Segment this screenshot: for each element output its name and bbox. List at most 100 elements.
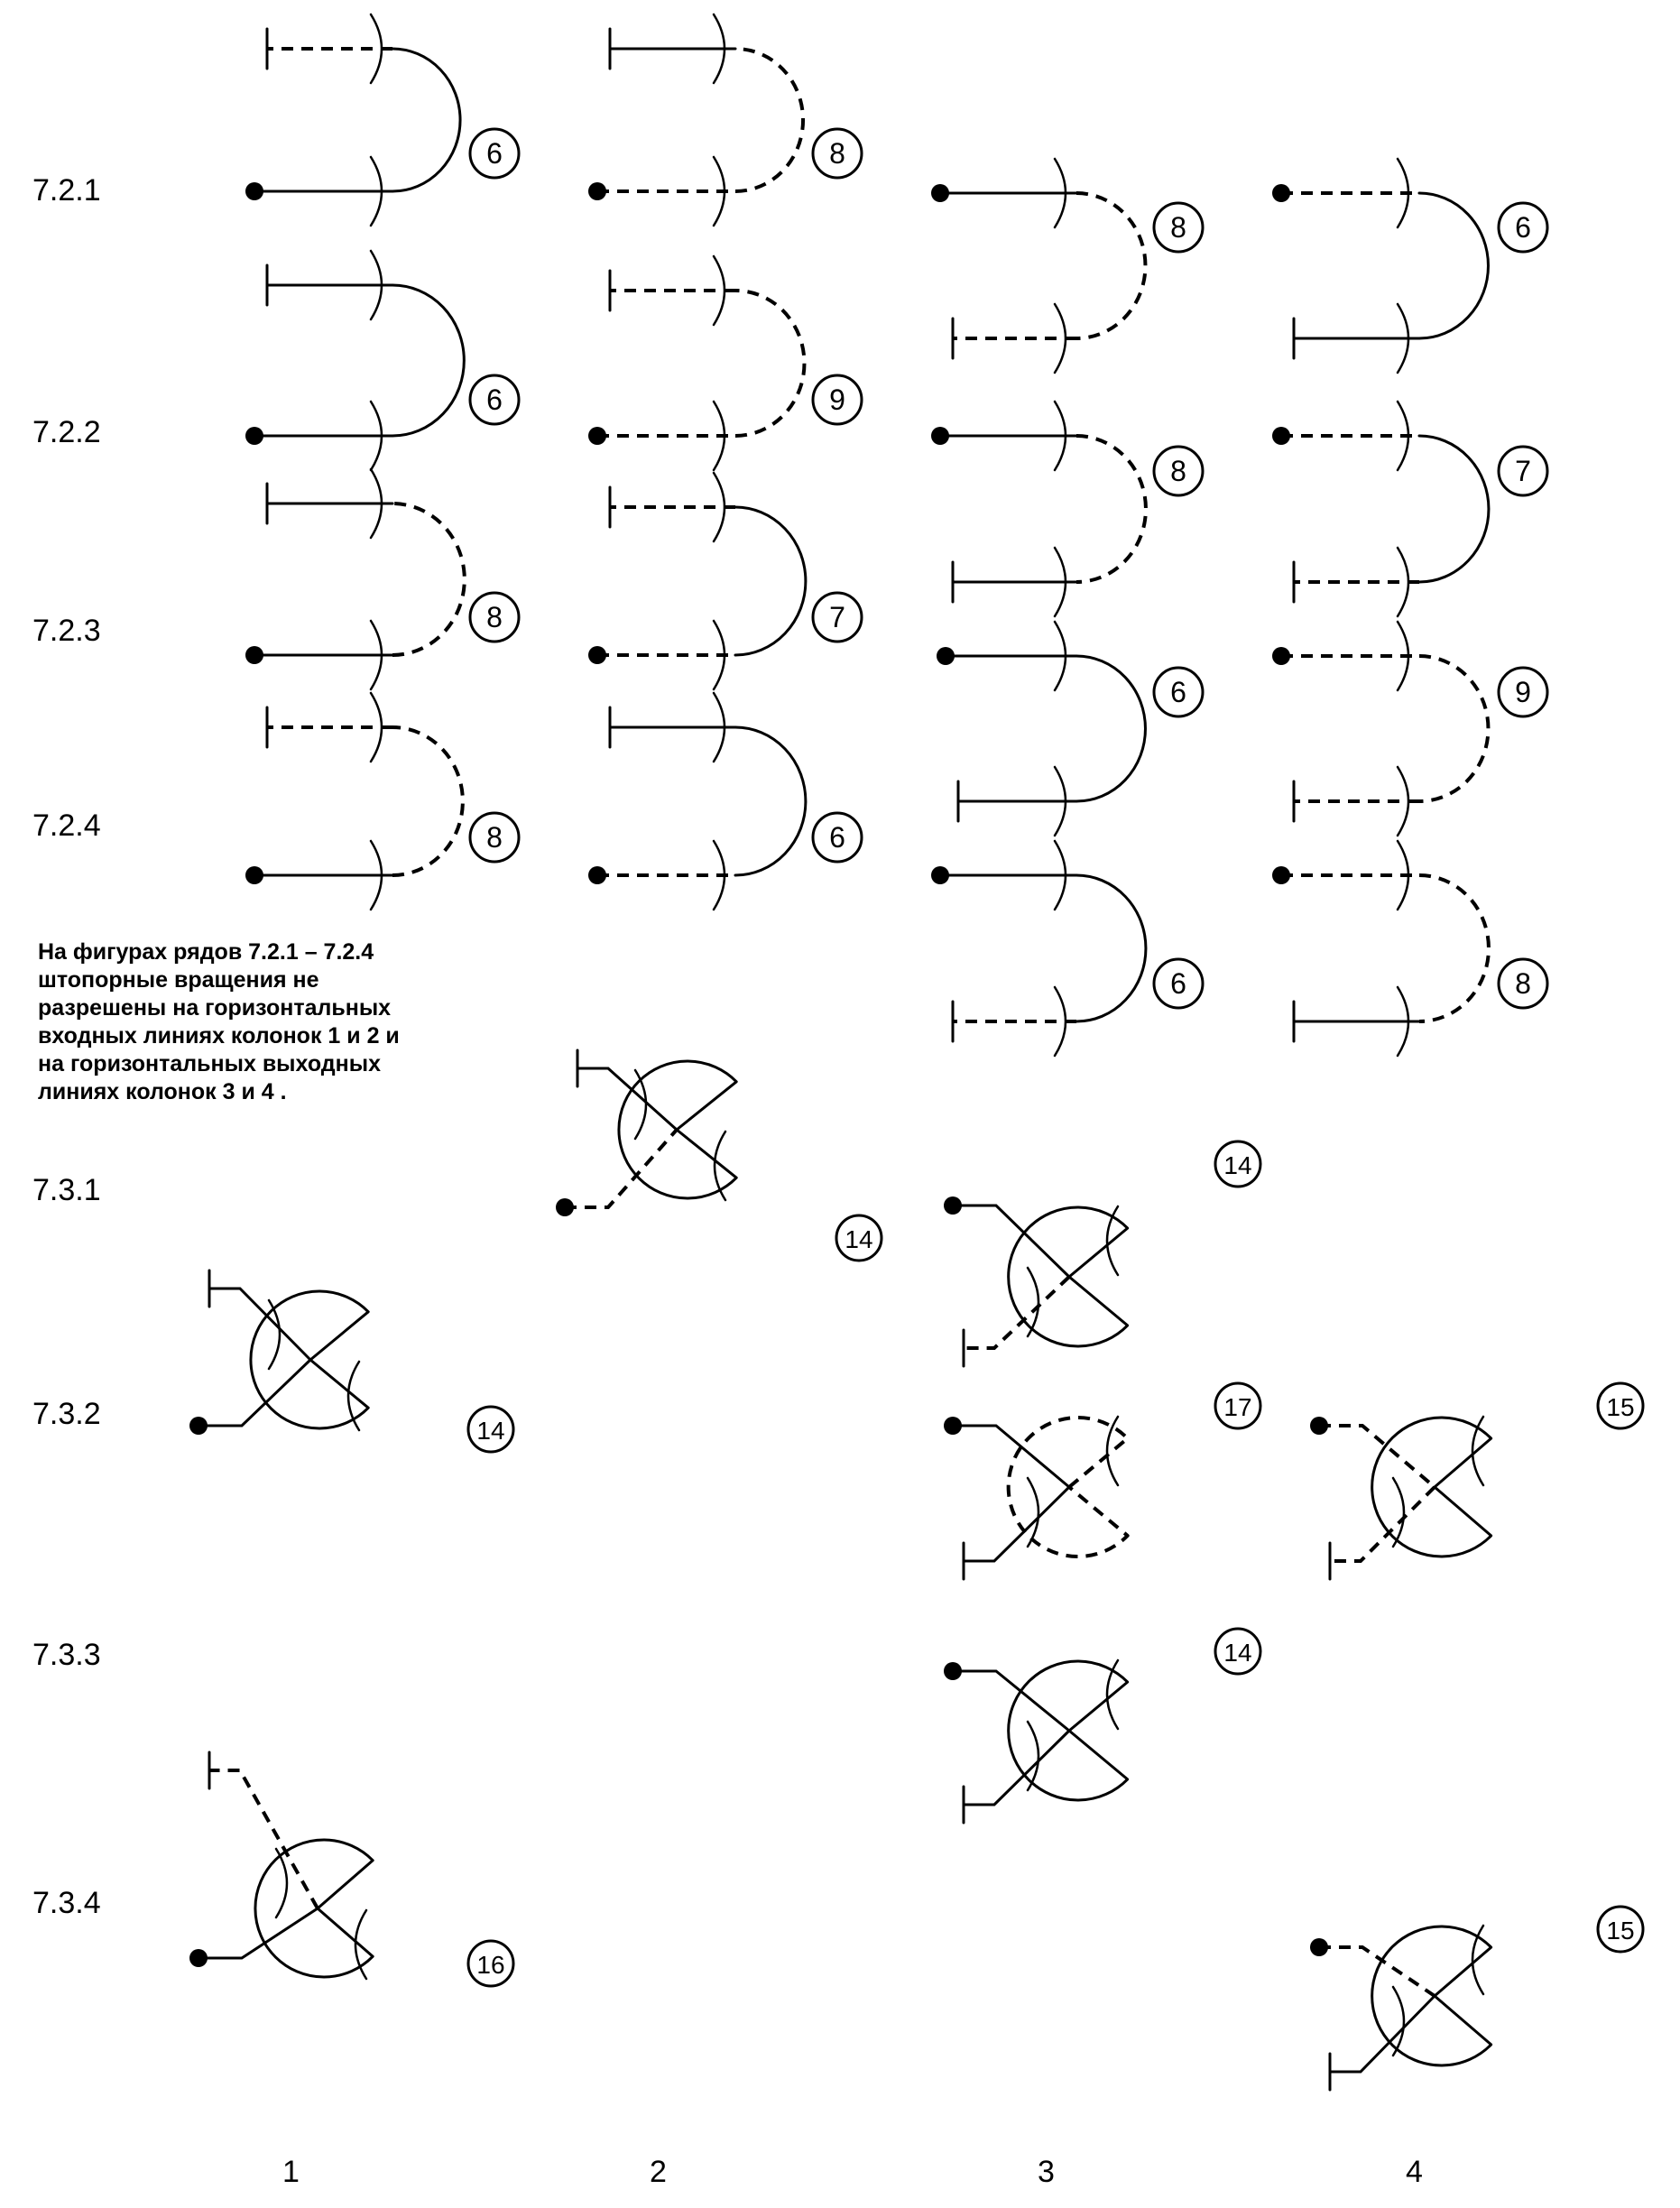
svg-text:14: 14 [1223,1639,1251,1667]
svg-text:8: 8 [1170,211,1186,244]
note-text: На фигурах рядов 7.2.1 – 7.2.4 штопорные… [38,939,400,1104]
svg-text:8: 8 [486,601,503,633]
svg-text:8: 8 [1170,455,1186,487]
svg-text:15: 15 [1606,1393,1634,1421]
figure-7.3.3-col3 [944,1658,1130,1825]
figure-7.3.1-col3 [944,1196,1130,1368]
k-value-badge: 9 [1497,666,1549,718]
svg-text:14: 14 [1223,1151,1251,1179]
figure-7.2.2-col1 [245,249,466,472]
figure-7.2.4-col2 [588,691,808,911]
row-label: 7.3.3 [32,1638,101,1672]
figure-7.2.2-col2 [588,254,807,472]
start-dot [1272,866,1290,884]
figure-7.2.1-col3 [931,157,1148,374]
svg-text:7: 7 [829,601,845,633]
row-label: 7.2.4 [32,808,101,843]
start-dot [937,647,955,665]
k-value-badge: 14 [1214,1140,1262,1188]
k-value-badge: 8 [468,811,521,864]
svg-text:16: 16 [476,1951,504,1979]
k-value-badge: 8 [1152,445,1205,497]
column-label: 3 [1038,2155,1055,2189]
figure-7.2.3-col1 [245,467,466,691]
svg-text:8: 8 [829,137,845,170]
k-value-badge: 8 [811,127,863,180]
k-value-badge: 7 [811,591,863,643]
figure-7.2.4-col4 [1272,839,1491,1058]
figure-7.2.2-col4 [1272,400,1491,618]
start-dot [245,182,263,200]
figure-7.3.2-col1 [189,1269,370,1435]
row-label: 7.2.3 [32,614,101,648]
k-value-badge: 16 [466,1939,515,1988]
start-dot [588,646,606,664]
row-label: 7.2.2 [32,415,101,449]
k-value-badge: 6 [1497,201,1549,254]
k-value-badge: 7 [1497,445,1549,497]
start-dot [931,866,949,884]
svg-text:6: 6 [1170,967,1186,1000]
figure-7.2.3-col2 [588,471,808,691]
figure-7.3.2-col4 [1310,1415,1493,1581]
start-dot [1272,184,1290,202]
figure-7.2.3-col3 [937,620,1147,837]
svg-text:6: 6 [829,821,845,854]
svg-text:15: 15 [1606,1917,1634,1945]
k-value-badge: 15 [1596,1381,1645,1430]
k-value-badge: 6 [468,374,521,426]
k-value-badge: 14 [835,1214,883,1262]
start-dot [245,866,263,884]
column-label: 1 [282,2155,300,2189]
svg-text:9: 9 [1515,676,1531,708]
k-value-badge: 14 [1214,1627,1262,1676]
k-value-badge: 9 [811,374,863,426]
k-value-badge: 8 [1152,201,1205,254]
figure-7.2.1-col2 [588,13,806,227]
svg-text:8: 8 [1515,967,1531,1000]
k-value-badge: 6 [811,811,863,864]
k-value-badge: 8 [468,591,521,643]
start-dot [588,427,606,445]
start-dot [931,184,949,202]
start-dot [245,646,263,664]
svg-text:8: 8 [486,821,503,854]
svg-text:6: 6 [1170,676,1186,708]
column-label: 4 [1406,2155,1423,2189]
k-value-badge: 6 [1152,957,1205,1010]
figure-7.2.1-col1 [245,13,462,227]
k-value-badge: 6 [1152,666,1205,718]
figure-7.2.4-col1 [245,691,465,911]
figure-7.3.1-col2 [556,1049,738,1216]
figure-7.3.4-col1 [189,1751,374,1981]
svg-text:14: 14 [845,1225,872,1253]
k-value-badge: 14 [466,1405,515,1454]
svg-text:6: 6 [1515,211,1531,244]
start-dot [245,427,263,445]
figure-7.2.4-col3 [931,839,1148,1058]
k-value-badge: 17 [1214,1381,1262,1430]
svg-text:9: 9 [829,383,845,416]
svg-text:14: 14 [476,1417,504,1445]
figure-7.2.1-col4 [1272,157,1490,374]
start-dot [588,182,606,200]
figure-7.3.2-col3 [944,1415,1130,1581]
svg-text:6: 6 [486,383,503,416]
column-label: 2 [650,2155,667,2189]
svg-text:17: 17 [1223,1393,1251,1421]
figure-7.2.2-col3 [931,400,1148,618]
start-dot [931,427,949,445]
figure-7.2.3-col4 [1272,620,1491,837]
start-dot [588,866,606,884]
row-label: 7.2.1 [32,173,101,208]
start-dot [1272,647,1290,665]
k-value-badge: 6 [468,127,521,180]
figure-7.3.4-col4 [1310,1924,1493,2092]
k-value-badge: 8 [1497,957,1549,1010]
start-dot [1272,427,1290,445]
row-label: 7.3.1 [32,1173,101,1207]
row-label: 7.3.4 [32,1886,101,1920]
svg-text:6: 6 [486,137,503,170]
